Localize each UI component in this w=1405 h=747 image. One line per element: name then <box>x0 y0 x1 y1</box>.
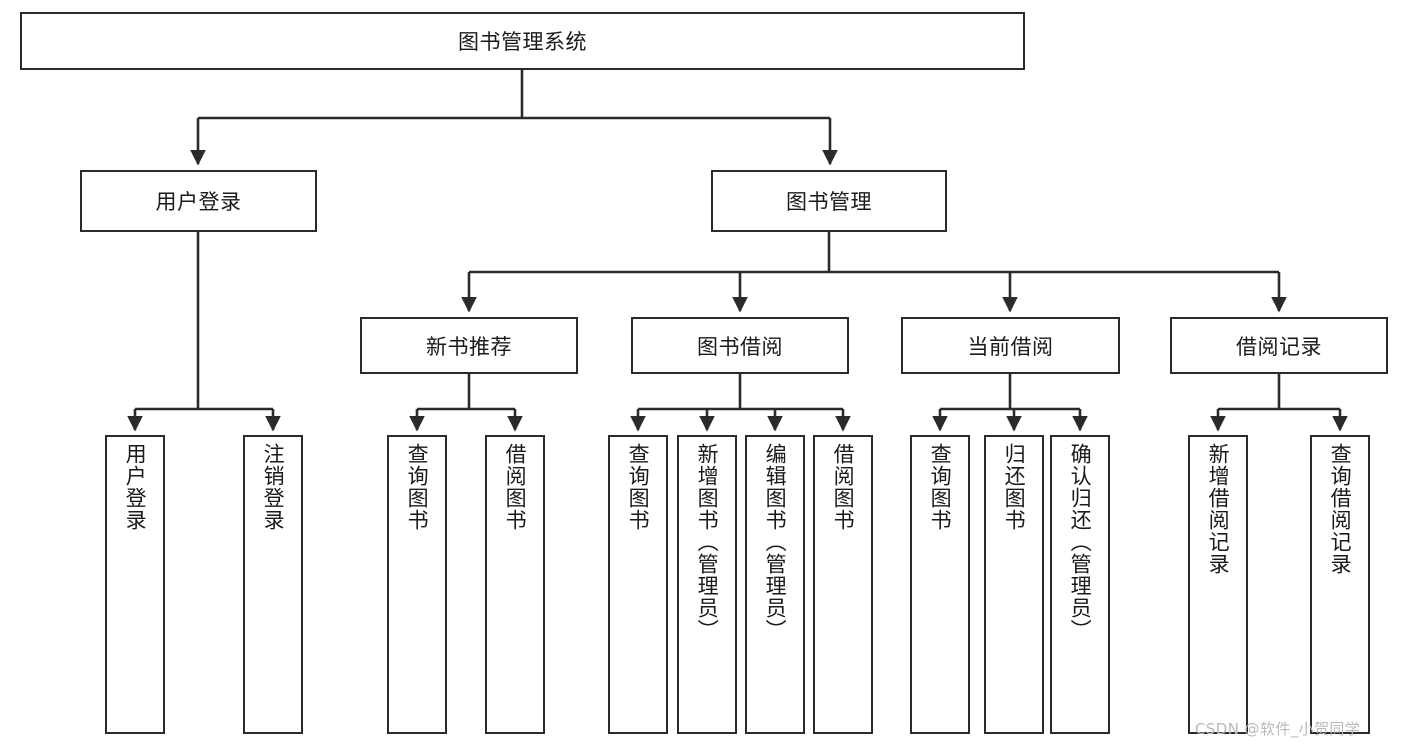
node-new-book-rec-label: 新书推荐 <box>426 334 512 359</box>
node-borrow-record-label: 借阅记录 <box>1236 334 1322 359</box>
node-leaf-add-record[interactable]: 新增借阅记录 <box>1188 435 1248 734</box>
node-current-borrow-label: 当前借阅 <box>967 334 1054 359</box>
node-root-label: 图书管理系统 <box>458 30 587 54</box>
node-leaf-edit-book-label: 编辑图书（管理员） <box>763 443 788 641</box>
node-root[interactable]: 图书管理系统 <box>20 12 1025 70</box>
node-leaf-confirm-return[interactable]: 确认归还（管理员） <box>1050 435 1110 734</box>
node-leaf-add-record-label: 新增借阅记录 <box>1206 443 1231 575</box>
node-user-login-label: 用户登录 <box>155 190 242 214</box>
node-book-manage-label: 图书管理 <box>786 190 872 214</box>
node-book-borrow-label: 图书借阅 <box>697 334 783 359</box>
node-leaf-query-record-label: 查询借阅记录 <box>1328 443 1353 575</box>
node-book-manage[interactable]: 图书管理 <box>711 170 947 232</box>
node-current-borrow[interactable]: 当前借阅 <box>901 317 1120 374</box>
node-leaf-query-book-2[interactable]: 查询图书 <box>608 435 668 734</box>
node-leaf-confirm-return-label: 确认归还（管理员） <box>1068 443 1093 641</box>
node-leaf-query-book-1[interactable]: 查询图书 <box>387 435 447 734</box>
csdn-watermark: CSDN @软件_小贺同学 <box>1195 720 1361 738</box>
node-leaf-user-login-label: 用户登录 <box>123 443 148 531</box>
node-leaf-logout-label: 注销登录 <box>261 443 286 531</box>
node-book-borrow[interactable]: 图书借阅 <box>631 317 849 374</box>
node-leaf-borrow-book-2[interactable]: 借阅图书 <box>813 435 873 734</box>
node-leaf-borrow-book-1[interactable]: 借阅图书 <box>485 435 545 734</box>
node-leaf-user-login[interactable]: 用户登录 <box>105 435 165 734</box>
node-leaf-borrow-book-1-label: 借阅图书 <box>503 443 528 531</box>
node-new-book-rec[interactable]: 新书推荐 <box>360 317 578 374</box>
node-leaf-query-book-2-label: 查询图书 <box>626 443 651 531</box>
node-leaf-query-book-1-label: 查询图书 <box>405 443 430 531</box>
node-leaf-query-record[interactable]: 查询借阅记录 <box>1310 435 1370 734</box>
node-leaf-add-book[interactable]: 新增图书（管理员） <box>677 435 737 734</box>
node-leaf-add-book-label: 新增图书（管理员） <box>695 443 720 641</box>
node-leaf-query-book-3[interactable]: 查询图书 <box>910 435 970 734</box>
node-leaf-borrow-book-2-label: 借阅图书 <box>831 443 856 531</box>
node-user-login[interactable]: 用户登录 <box>80 170 317 232</box>
node-borrow-record[interactable]: 借阅记录 <box>1170 317 1388 374</box>
node-leaf-return-book[interactable]: 归还图书 <box>984 435 1044 734</box>
node-leaf-return-book-label: 归还图书 <box>1002 443 1027 531</box>
node-leaf-query-book-3-label: 查询图书 <box>928 443 953 531</box>
node-leaf-edit-book[interactable]: 编辑图书（管理员） <box>745 435 805 734</box>
node-leaf-logout[interactable]: 注销登录 <box>243 435 303 734</box>
